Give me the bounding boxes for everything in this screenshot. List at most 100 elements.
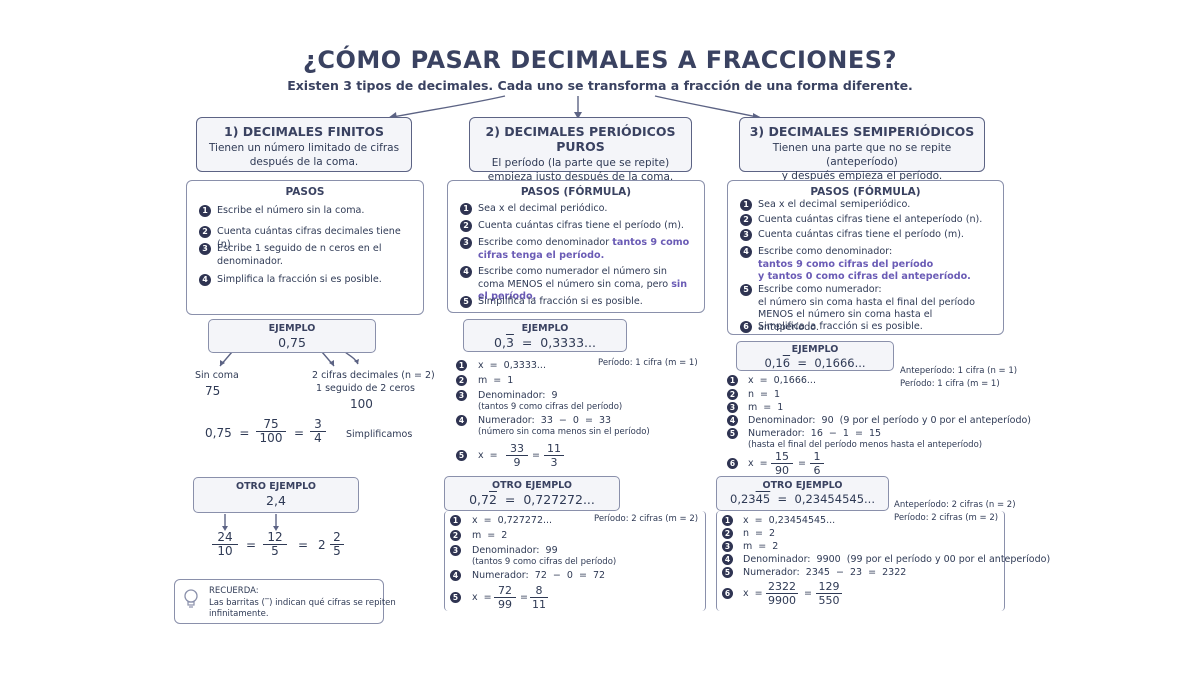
step-4: 4 <box>722 554 733 565</box>
tip-box: RECUERDA: Las barritas (‾) indican qué c… <box>174 579 396 624</box>
step-1: 1 <box>456 360 467 371</box>
type-desc-1: Tienen un número limitado de cifras <box>208 142 400 154</box>
row-x: x = 0,3333... <box>478 360 546 371</box>
step-4: 4 <box>450 570 461 581</box>
row-x: x = 0,727272... <box>472 515 553 526</box>
step-6: 6 <box>722 588 733 599</box>
example-title: OTRO EJEMPLO <box>236 481 316 492</box>
step-1: 1 <box>727 375 738 386</box>
example-value: 2,4 <box>266 493 286 508</box>
row-denominator: Denominador: 9 <box>478 390 558 401</box>
other-example-box-finite: OTRO EJEMPLO 2,4 <box>193 477 359 513</box>
tip-title: RECUERDA: <box>209 586 259 596</box>
equals-sign: = <box>246 538 257 552</box>
step-4: 4 <box>727 415 738 426</box>
simplify-note: Simplificamos <box>346 429 413 440</box>
example-value: 0,16 = 0,1666... <box>764 356 866 370</box>
equals-sign: = <box>294 426 305 440</box>
note-one-followed: 1 seguido de 2 ceros <box>316 383 415 394</box>
other-example-box-pure: OTRO EJEMPLO 0,72 = 0,727272... <box>444 476 620 511</box>
row-numerator: Numerador: 72 − 0 = 72 <box>472 570 606 581</box>
other-example-box-semi: OTRO EJEMPLO 0,2345 = 0,23454545... <box>716 476 889 511</box>
row-denominator-note: (tantos 9 como cifras del período) <box>472 557 617 567</box>
row-numerator: Numerador: 2345 − 23 = 2322 <box>743 567 907 578</box>
page-title: ¿CÓMO PASAR DECIMALES A FRACCIONES? <box>302 46 897 74</box>
example-value: 0,72 = 0,727272... <box>469 492 595 507</box>
period-note: Período: 2 cifras (m = 2) <box>894 513 999 523</box>
example-box-finite: EJEMPLO 0,75 <box>208 319 376 353</box>
note-no-comma: Sin coma <box>195 370 239 381</box>
type-card-semi: 3) DECIMALES SEMIPERIÓDICOS Tienen una p… <box>739 117 985 182</box>
type-card-pure: 2) DECIMALES PERIÓDICOS PUROS El período… <box>469 117 692 183</box>
page-subtitle: Existen 3 tipos de decimales. Cada uno s… <box>287 78 913 93</box>
type-title: 3) DECIMALES SEMIPERIÓDICOS <box>749 124 975 139</box>
example-title: OTRO EJEMPLO <box>762 480 843 491</box>
row-result-lhs: x = <box>748 458 768 469</box>
steps-title: PASOS (FÓRMULA) <box>810 186 921 198</box>
step-2: 2 <box>722 528 733 539</box>
step-3: 3 <box>722 541 733 552</box>
other-example-frame-pure <box>444 511 706 611</box>
step-5: 5 <box>722 567 733 578</box>
step-6: 6 <box>727 458 738 469</box>
step-3: 3 <box>450 545 461 556</box>
type-desc-1: El período (la parte que se repite) <box>491 157 670 169</box>
anteperiod-note: Anteperíodo: 2 cifras (n = 2) <box>894 500 1016 510</box>
step-1: 1 <box>450 515 461 526</box>
equals-sign: = <box>298 538 309 552</box>
step-5: 5 <box>456 450 467 461</box>
row-numerator: Numerador: 16 − 1 = 15 <box>748 428 882 439</box>
row-numerator-note: (hasta el final del período menos hasta … <box>748 440 983 450</box>
example-title: OTRO EJEMPLO <box>492 480 572 491</box>
equals-sign: = <box>532 450 540 461</box>
type-title: 2) DECIMALES PERIÓDICOS PUROS <box>485 124 676 154</box>
row-m: m = 2 <box>472 530 508 541</box>
example-title: EJEMPLO <box>791 344 839 355</box>
step-2: 2 <box>727 389 738 400</box>
steps-title: PASOS (FÓRMULA) <box>520 186 632 198</box>
type-desc-2: después de la coma. <box>249 156 359 168</box>
row-denominator-note: (tantos 9 como cifras del período) <box>478 402 623 412</box>
type-desc-2: y después empieza el período. <box>781 170 943 182</box>
step-2: 2 <box>456 375 467 386</box>
step-2: 2 <box>450 530 461 541</box>
period-note: Período: 1 cifra (m = 1) <box>900 379 1000 389</box>
mixed-whole: 2 <box>318 538 326 552</box>
period-note: Período: 2 cifras (m = 2) <box>594 514 699 524</box>
example-box-semi: EJEMPLO 0,16 = 0,1666... <box>736 341 894 371</box>
equals-sign: = <box>798 458 806 469</box>
row-x: x = 0,1666... <box>748 375 816 386</box>
row-m: m = 1 <box>478 375 514 386</box>
row-result-lhs: x = <box>743 588 763 599</box>
row-numerator: Numerador: 33 − 0 = 33 <box>478 415 612 426</box>
period-note: Período: 1 cifra (m = 1) <box>598 358 698 368</box>
step-5: 5 <box>450 592 461 603</box>
step-3: 3 <box>456 390 467 401</box>
row-result-lhs: x = <box>472 592 492 603</box>
equation-lhs: 0,75 = <box>205 426 250 440</box>
tip-text-1: Las barritas (‾) indican qué cifras se r… <box>209 598 396 608</box>
note-no-comma-value: 75 <box>205 384 221 398</box>
row-m: m = 1 <box>748 402 784 413</box>
note-decimals-count: 2 cifras decimales (n = 2) <box>312 370 435 381</box>
type-card-finite: 1) DECIMALES FINITOS Tienen un número li… <box>196 117 412 172</box>
